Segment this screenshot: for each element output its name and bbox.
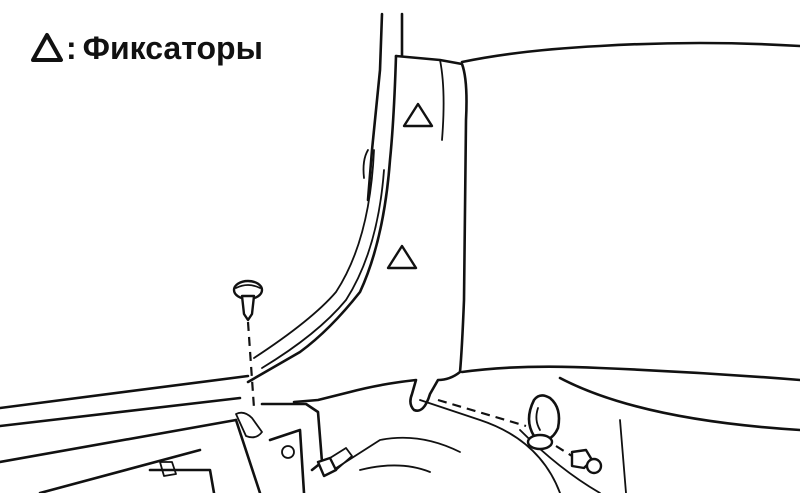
roof-panel <box>460 41 800 64</box>
triangle-marker-icon <box>31 33 63 62</box>
bolt-guide-line-2 <box>555 445 573 457</box>
bolt-guide-line <box>437 398 527 428</box>
floor-area <box>329 365 800 493</box>
sill-clip <box>316 447 353 478</box>
retainer-marker-lower <box>386 244 418 270</box>
anchor-bolt <box>570 448 603 475</box>
pillar-trim-panel <box>246 54 468 412</box>
trim-clip-screw <box>232 279 264 322</box>
legend: : Фиксаторы <box>30 26 263 70</box>
body-pillar <box>362 12 404 202</box>
screw-guide-line <box>246 321 256 409</box>
legend-label: Фиксаторы <box>82 30 263 66</box>
retainer-marker-upper <box>402 102 434 128</box>
legend-separator: : <box>66 30 77 66</box>
belt-anchor-ring <box>526 394 561 451</box>
door-sill <box>0 374 324 493</box>
